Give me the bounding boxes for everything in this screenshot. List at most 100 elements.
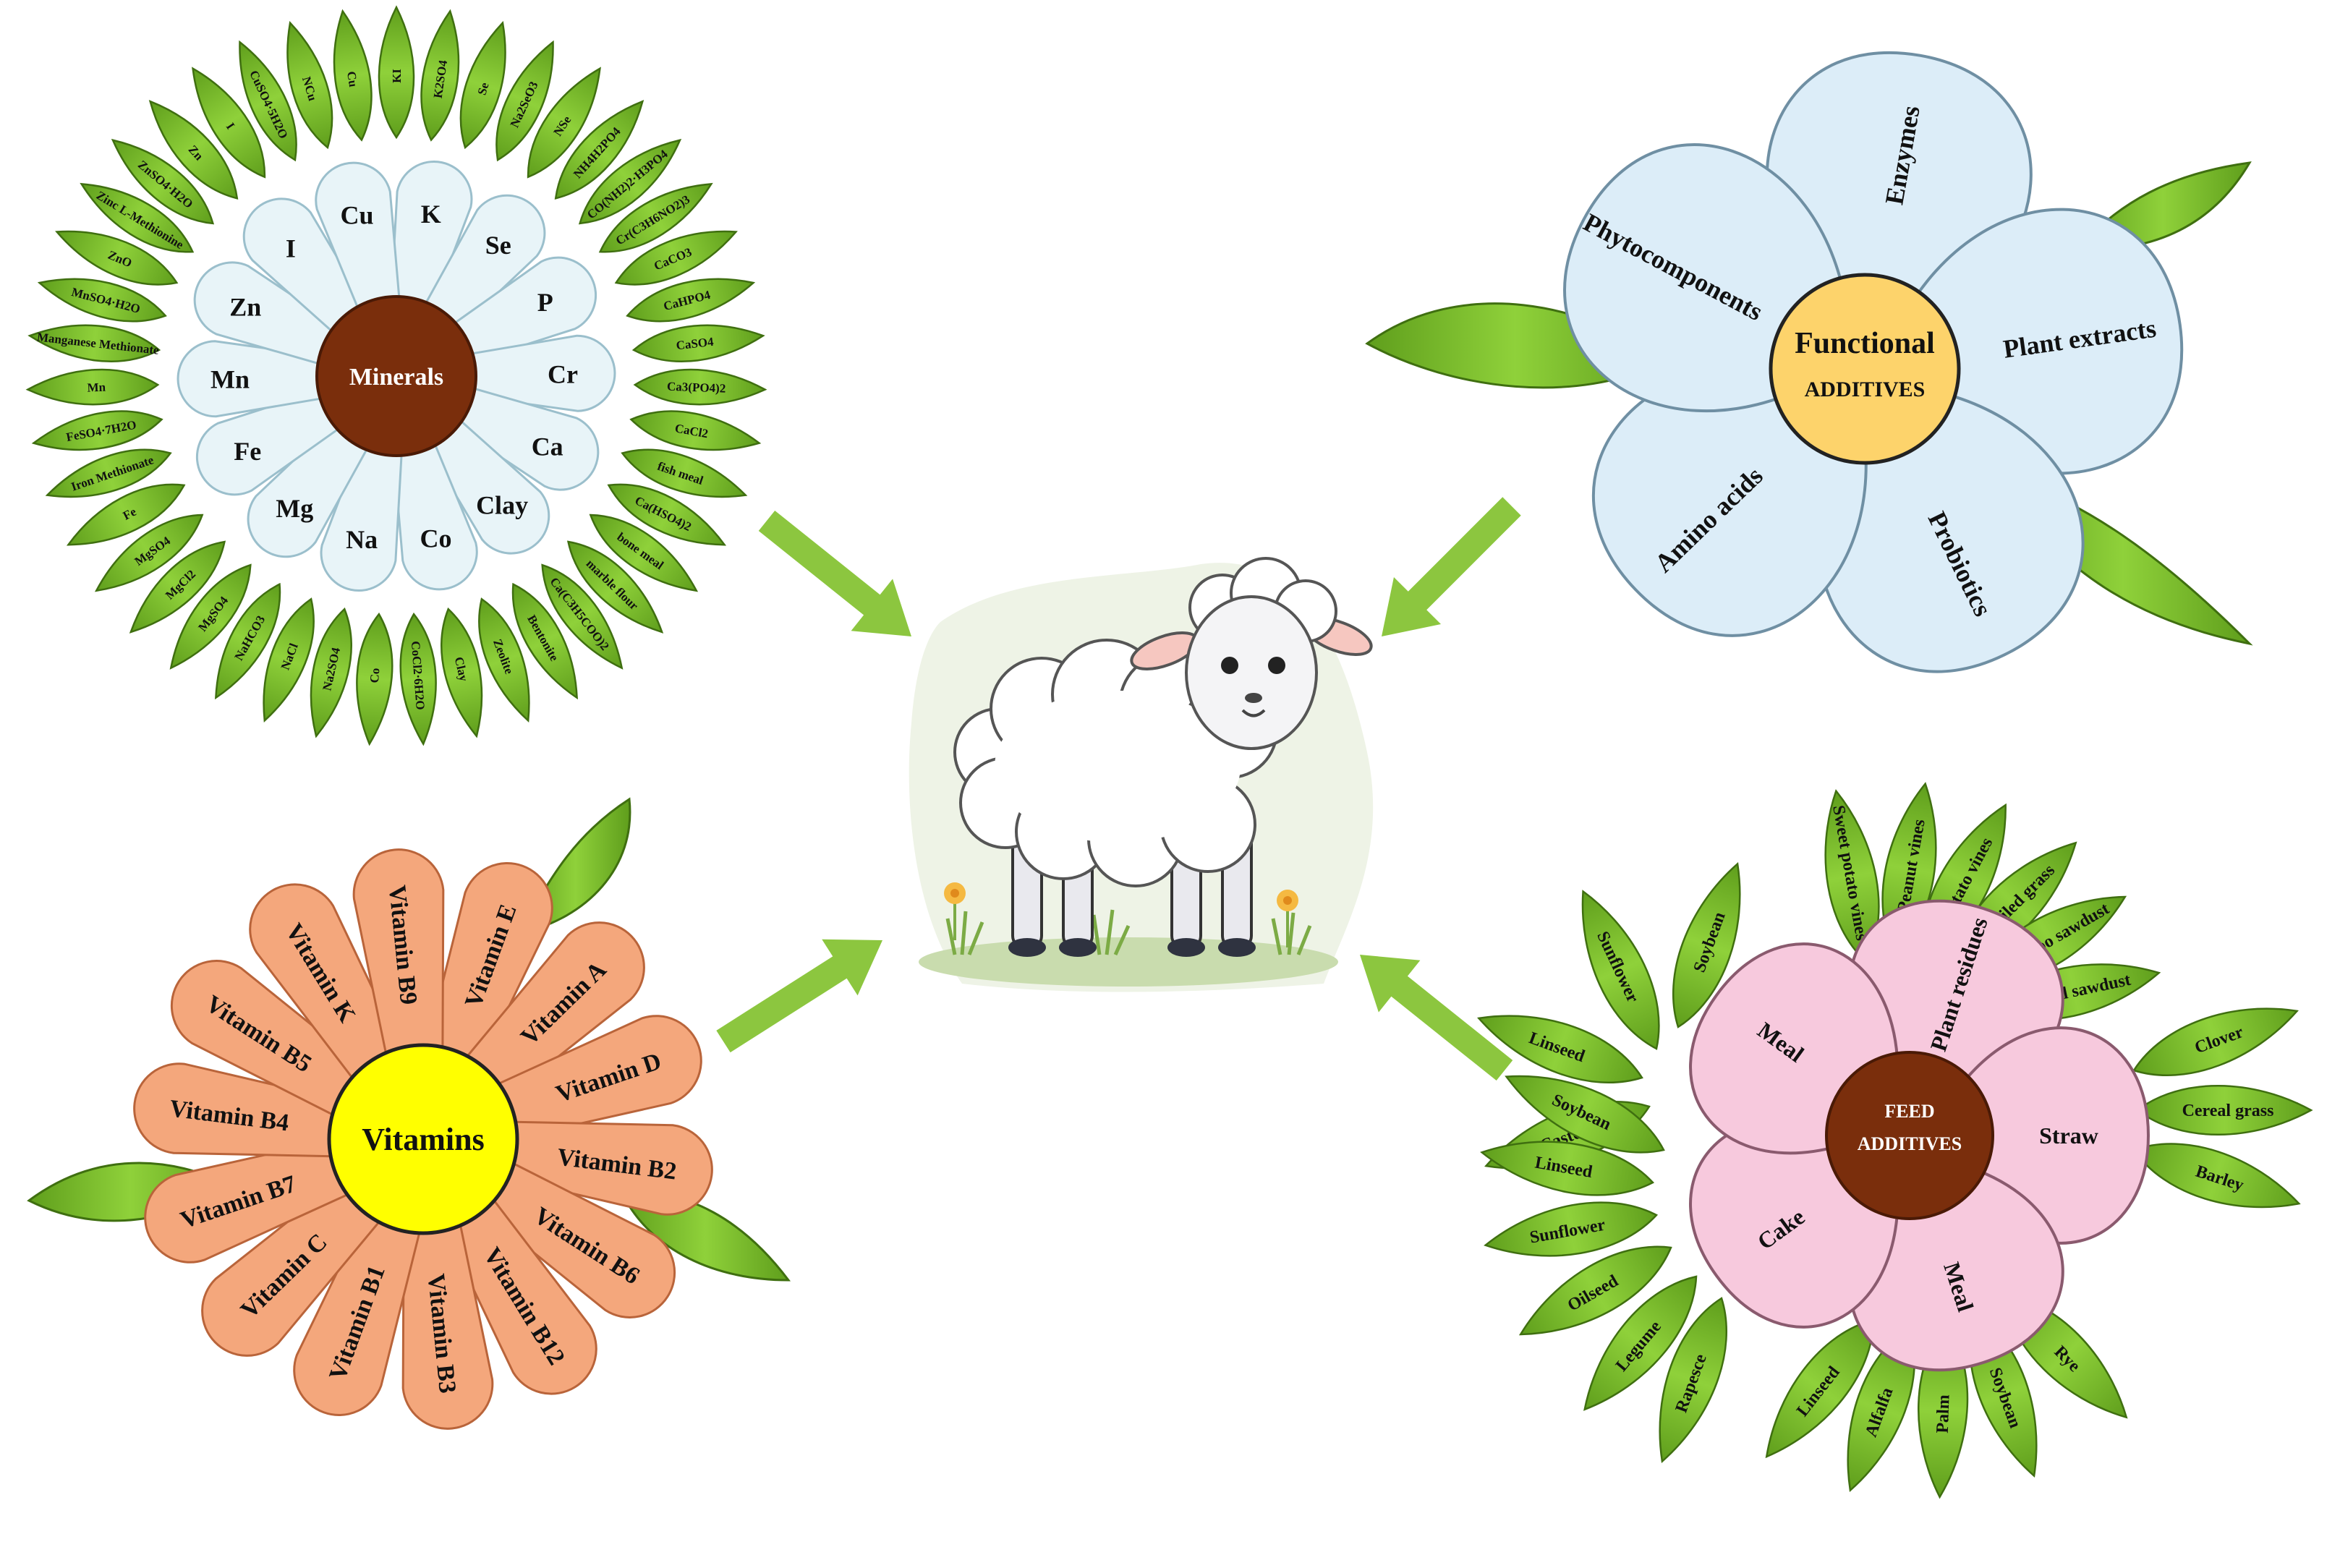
feed-leaf-label: Cereal grass: [2182, 1102, 2274, 1120]
minerals-leaf: [629, 410, 762, 451]
feed-leaf: [1659, 1297, 1727, 1463]
arrow-feed-to-sheep: [1359, 954, 1513, 1081]
minerals-leaf-label: Cu: [344, 70, 360, 88]
arrow-minerals-to-sheep: [758, 510, 912, 637]
functional-center: [1769, 273, 1961, 465]
flower-small-right: [1277, 890, 1298, 947]
minerals-petal-label: K: [421, 200, 441, 229]
minerals-leaf: [378, 5, 415, 140]
feed-leaf: [1477, 1015, 1643, 1083]
sheep-nose: [1245, 693, 1262, 703]
feed-center-line2: ADDITIVES: [1858, 1133, 1962, 1154]
feed-leaf: [1765, 1318, 1875, 1459]
arrows: [716, 497, 1521, 1081]
feed-leaf: [1518, 1245, 1672, 1336]
minerals-leaf: [631, 324, 765, 362]
minerals-leaf: [607, 483, 727, 546]
vitamins-petal: [352, 848, 445, 1064]
minerals-petal-label: Zn: [229, 292, 261, 321]
minerals-leaf: [148, 100, 239, 200]
minerals-leaf: [192, 67, 266, 179]
vitamins-petal: [170, 960, 373, 1121]
minerals-leaf: [27, 324, 161, 362]
minerals-petal: [176, 340, 329, 418]
vitamins-petal: [144, 1137, 358, 1264]
minerals-leaf-label: Se: [475, 80, 491, 96]
minerals-leaf: [286, 20, 333, 150]
feed-leaf: [2135, 1085, 2313, 1135]
minerals-leaf: [129, 540, 226, 634]
minerals-leaf-label: Co: [367, 668, 382, 683]
sheep-head: [1130, 557, 1373, 750]
minerals-petal-label: P: [537, 288, 553, 317]
feed-leaf: [1581, 890, 1660, 1050]
feed-leaf: [1672, 862, 1741, 1028]
minerals-leaf: [111, 138, 215, 225]
feed-center: [1825, 1051, 1994, 1220]
minerals-petal-label: Fe: [234, 437, 261, 466]
minerals-petal: [448, 385, 600, 491]
minerals-petal-label: I: [286, 234, 296, 263]
vitamins-petal: [249, 883, 407, 1087]
minerals-petal-label: Na: [346, 525, 378, 554]
minerals-petal: [242, 197, 370, 338]
minerals-leaf: [621, 448, 748, 498]
minerals-leaf: [478, 597, 530, 723]
functional-center-line2: ADDITIVES: [1805, 378, 1926, 401]
minerals-leaf: [37, 278, 167, 323]
vitamins-center: [327, 1043, 519, 1235]
functional-center-line1: Functional: [1795, 327, 1935, 360]
minerals-leaf: [263, 597, 315, 723]
minerals-petal: [195, 387, 346, 496]
sheep-ground: [919, 937, 1338, 987]
vitamins-petal: [293, 1203, 423, 1416]
feed-petal-label: Straw: [2039, 1122, 2098, 1149]
vitamins-petal: [459, 921, 645, 1105]
minerals-leaf: [169, 563, 252, 670]
minerals-leaf-label: Mn: [87, 380, 106, 395]
sheep-eye-left: [1221, 657, 1238, 674]
minerals-leaf: [45, 448, 172, 498]
minerals-leaf: [633, 368, 767, 406]
minerals-petal-label: Mg: [276, 494, 313, 523]
minerals-leaf: [239, 40, 297, 162]
feed-leaf: [2132, 1007, 2299, 1076]
feed-center-line1: FEED: [1884, 1101, 1934, 1122]
grass-tufts: [945, 909, 1312, 956]
minerals-petal: [391, 436, 478, 591]
arrow-vitamins-to-sheep: [716, 939, 882, 1053]
minerals-petal-label: Cu: [340, 201, 373, 230]
vitamins-petal: [423, 862, 553, 1075]
vitamins-center-label: Vitamins: [362, 1122, 485, 1157]
sheep-hooves: [1008, 938, 1256, 957]
minerals-petal: [389, 160, 473, 315]
minerals-leaf: [527, 67, 601, 179]
minerals-leaf: [541, 563, 624, 670]
minerals-leaf: [215, 582, 281, 700]
minerals-leaf-label: KI: [390, 69, 404, 83]
minerals-leaf: [333, 9, 373, 142]
minerals-leaf: [31, 410, 163, 451]
feed-leaf: [1505, 1075, 1665, 1154]
vitamins-petal: [488, 1015, 702, 1141]
vitamins-petal: [401, 1214, 494, 1430]
minerals-leaf: [598, 182, 713, 253]
sheep-illustration: [909, 557, 1374, 992]
minerals-leaf: [459, 20, 506, 150]
minerals-petal-label: Co: [420, 524, 452, 553]
minerals-center-label: Minerals: [349, 364, 443, 391]
minerals-center: [315, 295, 477, 457]
feed-leaf: [1583, 1275, 1698, 1411]
minerals-leaf: [511, 582, 578, 700]
minerals-petal-label: Mn: [210, 365, 250, 393]
minerals-petal: [447, 256, 597, 365]
minerals-leaf: [441, 607, 483, 738]
sheep-mouth: [1241, 709, 1266, 717]
flower-small-left: [944, 882, 966, 940]
minerals-petal: [464, 334, 616, 412]
